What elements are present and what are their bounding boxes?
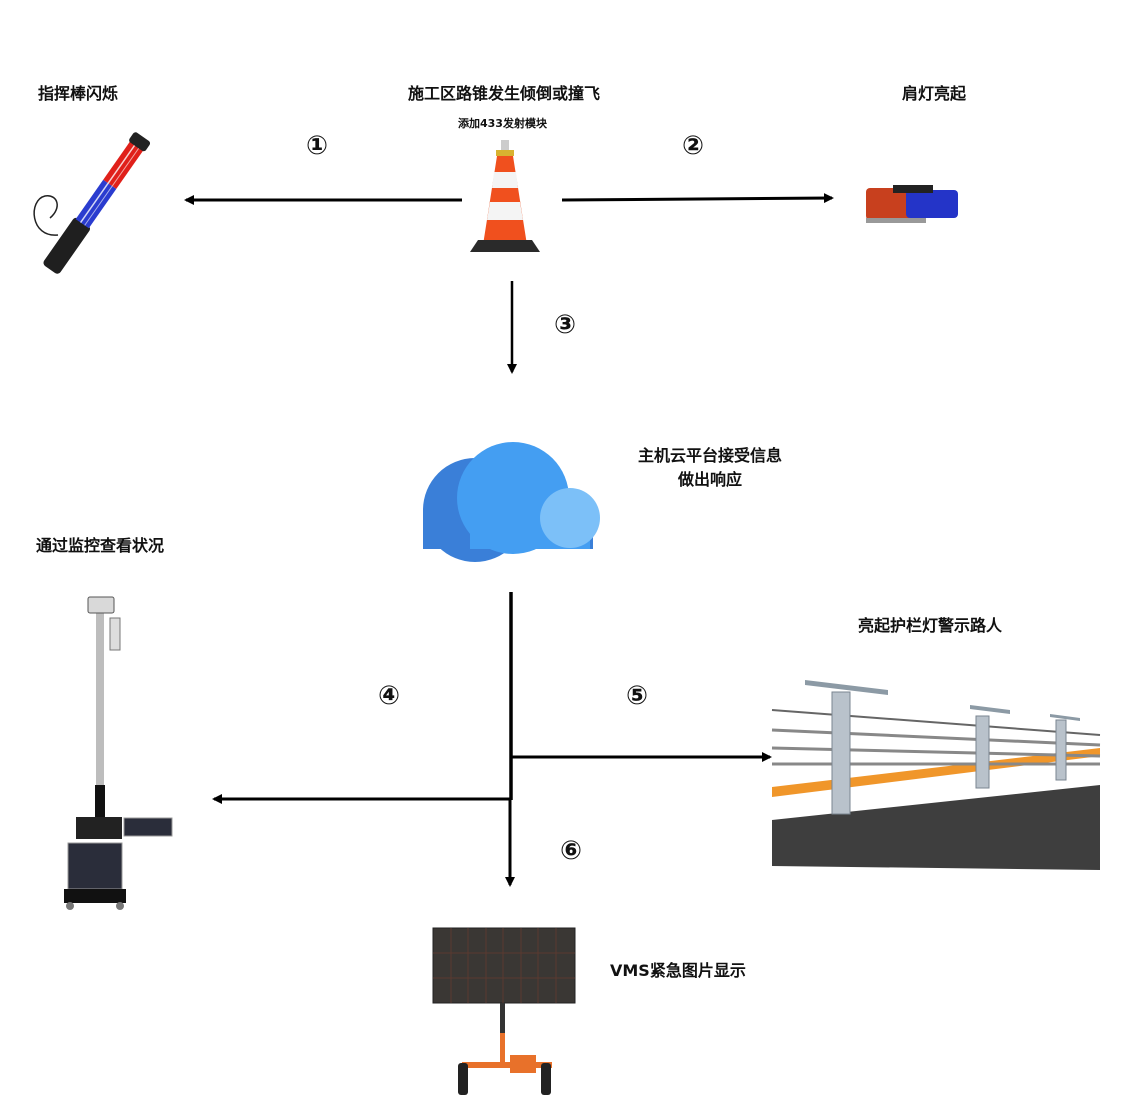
monitor-label: 通过监控查看状况: [36, 536, 165, 555]
step-3-marker: ③: [554, 310, 577, 340]
step-6-marker: ⑥: [560, 836, 583, 866]
arrow-step-2: [561, 193, 834, 204]
trigger-sublabel: 添加433发射模块: [458, 117, 547, 130]
cloud-label-line2: 做出响应: [677, 470, 742, 489]
guardrail-label: 亮起护栏灯警示路人: [858, 616, 1003, 635]
step-5-marker: ⑤: [626, 681, 649, 711]
shoulder-light-label: 肩灯亮起: [902, 84, 967, 103]
trigger-label: 施工区路锥发生倾倒或撞飞: [408, 84, 601, 103]
cloud-label-line1: 主机云平台接受信息: [637, 446, 782, 465]
step-2-marker: ②: [682, 131, 705, 161]
baton-label: 指挥棒闪烁: [38, 84, 119, 103]
step-4-marker: ④: [378, 681, 401, 711]
vms-label: VMS紧急图片显示: [610, 961, 746, 980]
step-1-marker: ①: [306, 131, 329, 161]
